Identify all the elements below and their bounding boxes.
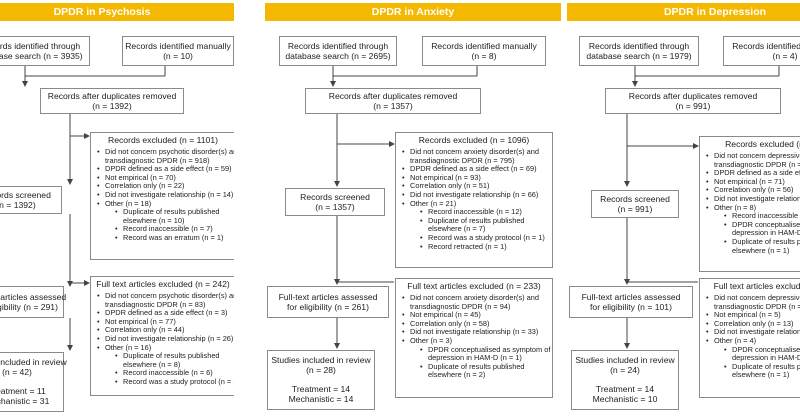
full-text-box: Full text articles assessed for eligibil… (0, 286, 66, 318)
exclusion-reason: Other (n = 4)DPDR conceptualised as symp… (704, 336, 800, 380)
exclusion-reason: Other (n = 3)DPDR conceptualised as symp… (400, 336, 550, 380)
exclusion-reason: Correlation only (n = 58) (400, 319, 548, 329)
exclusion-reason: Did not concern psychotic disorder(s) an… (95, 147, 234, 165)
full-text-exclusion-list: Did not concern psychotic disorder(s) an… (95, 291, 234, 387)
records-excluded-box: Records excluded (n = 1096) Did not conc… (395, 132, 553, 268)
exclusion-reason: Not empirical (n = 93) (400, 173, 548, 183)
exclusion-reason: Did not concern anxiety disorder(s) andt… (400, 293, 548, 311)
full-text-exclusion-list: Did not concern depressive disorder(s) a… (704, 293, 800, 380)
exclusion-reason: Correlation only (n = 51) (400, 182, 548, 191)
exclusion-reason: Did not investigate relationship (n = 0) (704, 194, 800, 204)
full-text-excluded-box: Full text articles excluded (n = 233) Di… (395, 278, 553, 398)
records-screened-box: Records screened (n = 1392) (0, 186, 62, 214)
studies-included-box: Studies included in review (n = 42) Trea… (0, 352, 67, 412)
exclusion-reason: Other (n = 16)Duplicate of results publi… (95, 343, 234, 387)
exclusion-reason: Did not concern anxiety disorder(s) andt… (400, 147, 548, 165)
exclusion-sub-reason: DPDR conceptualised as symptom ofdepress… (722, 220, 800, 238)
exclusion-sub-reason: Duplicate of results publishedelsewhere … (113, 352, 231, 369)
full-text-box: Full-text articles assessed for eligibil… (267, 286, 389, 318)
exclusion-sub-reason: Record was an erratum (n = 1) (113, 233, 231, 243)
exclusion-sub-reason: Record retracted (n = 1) (418, 242, 548, 252)
exclusion-sub-reason: Record inaccessible (n = 12) (418, 208, 548, 217)
full-text-excluded-box: Full text articles excluded (n = 242) Di… (90, 276, 234, 396)
exclusion-reason: Did not concern psychotic disorder(s) an… (95, 291, 234, 309)
exclusion-sub-reason: DPDR conceptualised as symptom ofdepress… (418, 345, 550, 363)
after-duplicates-box: Records after duplicates removed (n = 99… (605, 88, 781, 114)
exclusion-sub-reason: Duplicate of results publishedelsewhere … (113, 208, 231, 225)
panel-depression: DPDR in Depression Records identified th… (567, 0, 800, 419)
exclusion-sub-reason: Duplicate of results publishedelsewhere … (418, 362, 548, 380)
exclusion-sub-reason: Duplicate of results publishedelsewhere … (722, 237, 800, 255)
exclusion-reason: Other (n = 21)Record inaccessible (n = 1… (400, 199, 548, 252)
exclusion-reason: Not empirical (n = 5) (704, 311, 800, 320)
exclusion-sub-reason: Record inaccessible (n = 7) (113, 225, 231, 234)
exclusion-reason: Not empirical (n = 77) (95, 317, 231, 327)
records-manual-box: Records identified manually (n = 10) (122, 36, 234, 66)
studies-included-box: Studies included in review (n = 28) Trea… (267, 350, 375, 410)
records-manual-box: Records identified manually (n = 4) (723, 36, 800, 66)
exclusion-reason: Correlation only (n = 22) (95, 182, 231, 191)
full-text-excluded-box: Full text articles excluded (n = 77) Did… (699, 278, 800, 398)
exclusion-sub-reason: Record was a study protocol (n = 1) (113, 377, 234, 387)
exclusion-reason: Did not investigate relationship (n = 33… (400, 328, 548, 337)
records-excluded-box: Records excluded (n = 890) Did not conce… (699, 136, 800, 272)
after-duplicates-box: Records after duplicates removed (n = 13… (40, 88, 184, 114)
exclusion-reason: Did not investigate relationship (n = 1) (704, 328, 800, 337)
exclusion-reason: Did not investigate relationship (n = 26… (95, 334, 233, 344)
exclusion-reason: Did not investigate relationship (n = 14… (95, 190, 233, 200)
exclusion-sub-reason: Record was a study protocol (n = 1) (418, 233, 548, 243)
panel-header: DPDR in Psychosis (0, 3, 234, 21)
exclusion-reason: Correlation only (n = 13) (704, 319, 800, 329)
exclusion-reason: Correlation only (n = 44) (95, 326, 231, 335)
exclusion-reason: DPDR defined as a side effect (n = 69) (400, 165, 548, 174)
exclusion-reason: Did not investigate relationship (n = 66… (400, 190, 548, 200)
records-manual-box: Records identified manually (n = 8) (422, 36, 546, 66)
exclusion-sub-reason: DPDR conceptualised as symptom ofdepress… (722, 345, 800, 363)
exclusion-reason: Did not concern depressive disorder(s) a… (704, 151, 800, 169)
exclusion-reason: Not empirical (n = 71) (704, 177, 800, 187)
exclusion-list: Did not concern depressive disorder(s) a… (704, 151, 800, 256)
exclusion-sub-reason: Record inaccessible (n = 5) (722, 212, 800, 221)
full-text-box: Full-text articles assessed for eligibil… (569, 286, 693, 318)
records-database-box: Records identified through database sear… (279, 36, 397, 66)
exclusion-reason: Other (n = 8)Record inaccessible (n = 5)… (704, 203, 800, 256)
exclusion-reason: DPDR defined as a side effect (n = 31) (704, 169, 800, 178)
exclusion-reason: Not empirical (n = 45) (400, 311, 548, 320)
records-screened-box: Records screened (n = 991) (591, 190, 679, 218)
exclusion-reason: DPDR defined as a side effect (n = 3) (95, 309, 231, 318)
after-duplicates-box: Records after duplicates removed (n = 13… (305, 88, 481, 114)
exclusion-sub-reason: Duplicate of results publishedelsewhere … (418, 216, 548, 234)
panel-header: DPDR in Anxiety (265, 3, 561, 21)
exclusion-sub-reason: Duplicate of results publishedelsewhere … (722, 362, 800, 380)
records-database-box: Records identified through database sear… (0, 36, 90, 66)
records-screened-box: Records screened (n = 1357) (285, 188, 385, 216)
exclusion-sub-reason: Record inaccessible (n = 6) (113, 369, 231, 378)
panel-anxiety: DPDR in Anxiety Records identified throu… (265, 0, 561, 419)
exclusion-reason: Not empirical (n = 70) (95, 173, 231, 183)
full-text-exclusion-list: Did not concern anxiety disorder(s) andt… (400, 293, 550, 380)
exclusion-list: Did not concern anxiety disorder(s) andt… (400, 147, 548, 252)
exclusion-reason: DPDR defined as a side effect (n = 59) (95, 165, 232, 174)
exclusion-list: Did not concern psychotic disorder(s) an… (95, 147, 234, 243)
records-excluded-box: Records excluded (n = 1101) Did not conc… (90, 132, 234, 260)
exclusion-reason: Correlation only (n = 56) (704, 186, 800, 195)
panel-psychosis: DPDR in Psychosis Records identified thr… (0, 0, 234, 419)
studies-included-box: Studies included in review (n = 24) Trea… (571, 350, 679, 410)
exclusion-reason: Did not concern depressive disorder(s) a… (704, 293, 800, 311)
records-database-box: Records identified through database sear… (579, 36, 699, 66)
panel-header: DPDR in Depression (567, 3, 800, 21)
exclusion-reason: Other (n = 18)Duplicate of results publi… (95, 199, 231, 243)
